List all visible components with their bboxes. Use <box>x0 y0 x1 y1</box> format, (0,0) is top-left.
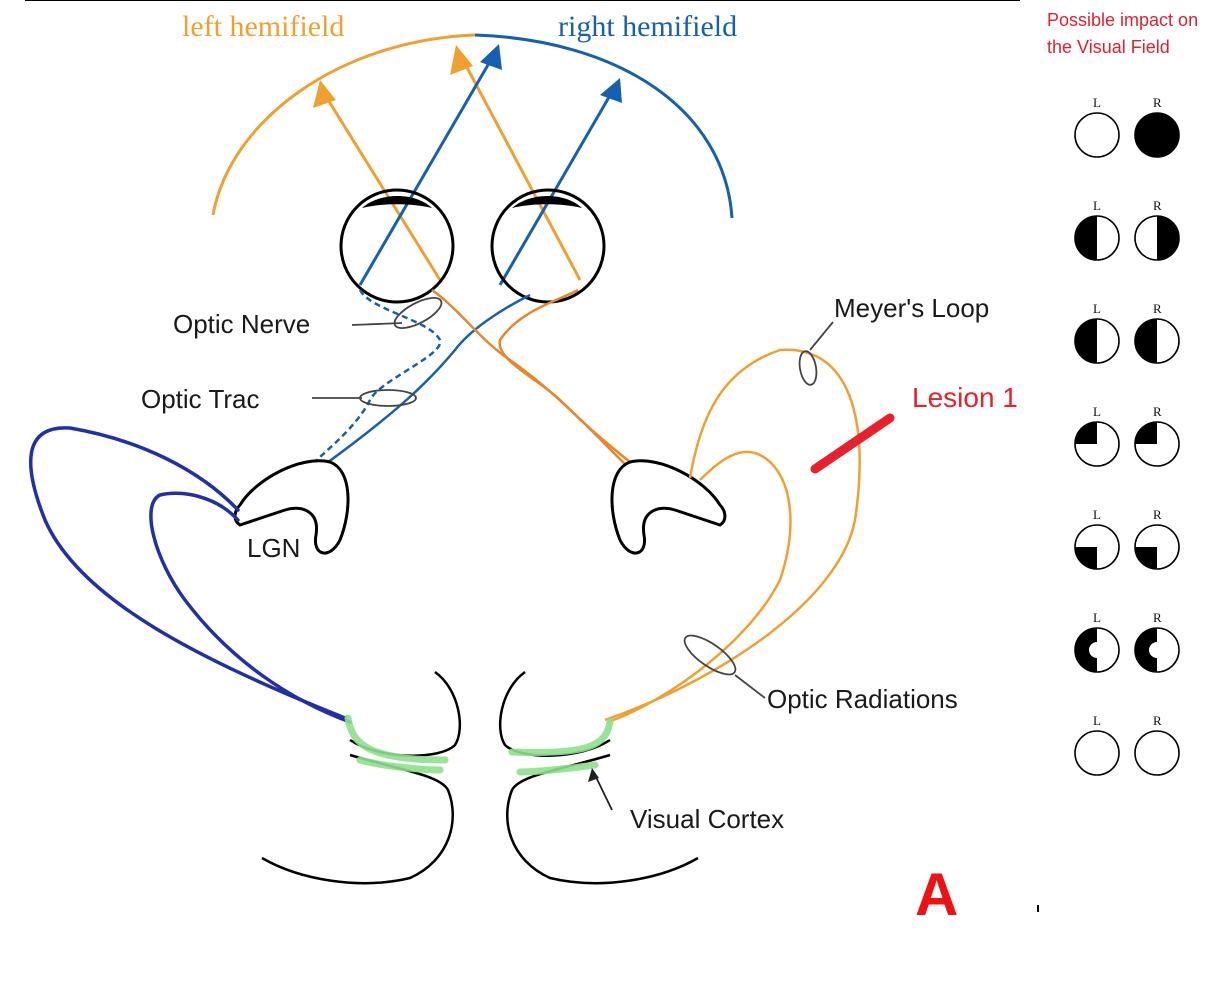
left-visual-field <box>1074 524 1120 570</box>
right-visual-field <box>1134 215 1180 261</box>
optic-radiations-marker <box>683 634 737 676</box>
left-optic-radiations <box>29 426 352 724</box>
right-visual-field <box>1134 524 1180 570</box>
right-eye <box>490 188 606 304</box>
visual-cortex-label: Visual Cortex <box>630 804 784 834</box>
meyers-loop-leader <box>809 321 834 351</box>
left-field-defect <box>1075 422 1097 444</box>
meyers-loop-marker <box>798 350 818 386</box>
left-eye-letter: L <box>1093 404 1101 419</box>
optic-trac-label: Optic Trac <box>141 384 259 414</box>
left-visual-field <box>1074 627 1120 673</box>
left-eye <box>339 188 455 304</box>
right-eye-letter: R <box>1153 301 1162 316</box>
right-visual-cortex <box>508 718 614 776</box>
sidebar-heading-line1: Possible impact on <box>1047 10 1198 30</box>
left-hemifield-label: left hemifield <box>182 10 344 43</box>
right-occipital-lobe <box>498 670 699 885</box>
optic-nerve-label: Optic Nerve <box>173 309 310 339</box>
right-lgn <box>610 459 727 555</box>
right-optic-radiations <box>604 348 861 724</box>
right-field-defect <box>1157 216 1179 260</box>
sidebar-heading-line2: the Visual Field <box>1047 37 1170 57</box>
meyers-loop-label: Meyer's Loop <box>834 293 989 323</box>
optic-nerve-leader <box>351 322 403 326</box>
left-eye-letter: L <box>1093 713 1101 728</box>
visual-cortex-arrowhead <box>588 768 599 782</box>
hemifield-rays <box>313 44 622 286</box>
optic-radiations-label: Optic Radiations <box>767 684 958 714</box>
right-visual-field <box>1134 318 1180 364</box>
right-eye-letter: R <box>1153 404 1162 419</box>
optic-nerve-marker <box>393 297 443 329</box>
left-eye-letter: L <box>1093 507 1101 522</box>
left-visual-field <box>1074 215 1120 261</box>
right-visual-field <box>1134 627 1180 673</box>
left-eye-letter: L <box>1093 610 1101 625</box>
panel-letter: A <box>915 861 958 928</box>
right-eye-letter: R <box>1153 713 1162 728</box>
right-field-defect <box>1135 628 1157 672</box>
right-eye-letter: R <box>1153 610 1162 625</box>
left-visual-field <box>1074 730 1120 776</box>
left-visual-field <box>1074 112 1120 158</box>
right-visual-field <box>1134 421 1180 467</box>
visual-cortex-leader <box>594 774 613 811</box>
left-field-defect <box>1075 216 1097 260</box>
lesion-marker <box>810 413 895 474</box>
left-lgn <box>233 459 350 555</box>
lesion-label: Lesion 1 <box>912 382 1018 413</box>
left-visual-cortex <box>344 714 449 774</box>
left-eye-letter: L <box>1093 301 1101 316</box>
right-field-defect <box>1135 319 1157 363</box>
lgn-label: LGN <box>247 533 300 563</box>
left-eye-letter: L <box>1093 95 1101 110</box>
left-hemifield-arc <box>211 33 476 216</box>
right-field-defect <box>1135 422 1157 444</box>
left-field-defect <box>1075 547 1097 569</box>
right-hemifield-label: right hemifield <box>558 10 737 43</box>
left-eye-letter: L <box>1093 198 1101 213</box>
right-field-defect <box>1134 113 1179 157</box>
right-eye-letter: R <box>1153 198 1162 213</box>
left-field-defect <box>1075 628 1097 672</box>
right-eye-letter: R <box>1153 507 1162 522</box>
right-eye-letter: R <box>1153 95 1162 110</box>
right-visual-field <box>1134 730 1180 776</box>
left-occipital-lobe <box>261 670 462 885</box>
optic-pathways <box>311 288 631 470</box>
left-visual-field <box>1074 421 1120 467</box>
right-visual-field <box>1134 112 1180 158</box>
right-field-defect <box>1135 547 1157 569</box>
left-visual-field <box>1074 318 1120 364</box>
left-field-defect <box>1075 319 1097 363</box>
optic-radiations-leader <box>734 674 766 699</box>
right-hemifield-arc <box>474 33 734 219</box>
